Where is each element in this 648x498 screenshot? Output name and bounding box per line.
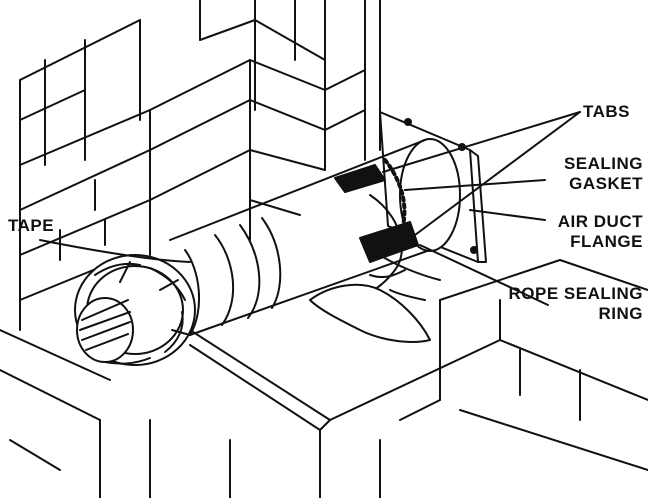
tape-label: TAPE	[8, 216, 55, 235]
sealing-gasket-label: SEALING GASKET	[563, 154, 643, 193]
sill-ledge	[0, 259, 648, 498]
rope-sealing-ring-label: ROPE SEALING RING	[508, 284, 643, 323]
leader-lines	[39, 111, 581, 306]
tabs	[334, 164, 419, 263]
vented-end-cap	[74, 254, 196, 366]
duct-pipe	[169, 138, 461, 336]
tabs-label: TABS	[583, 102, 631, 121]
rope-cloth	[309, 269, 431, 343]
brick-wall	[19, 0, 381, 331]
air-duct-flange-label: AIR DUCT FLANGE	[557, 212, 643, 251]
